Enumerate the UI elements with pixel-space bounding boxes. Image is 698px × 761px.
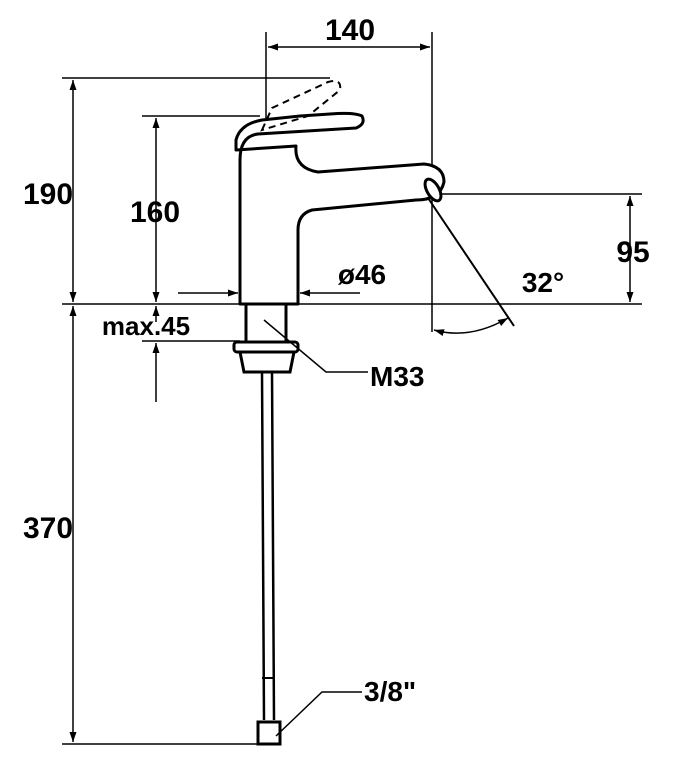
hose-left-wall [260, 371, 266, 721]
mounting-flange [238, 350, 296, 374]
faucet-silhouette [234, 111, 446, 306]
hose-length-label: 370 [23, 512, 73, 545]
hose-connection-label: 3/8" [364, 676, 416, 707]
m33-leader [263, 319, 368, 373]
dimension-lines [69, 43, 634, 742]
body-diameter-label: ø46 [338, 259, 386, 290]
spout-angle-label: 32° [522, 267, 564, 298]
lever-raised-outline [260, 80, 342, 132]
outlet-height-label: 95 [616, 236, 649, 269]
reach-label: 140 [325, 14, 375, 47]
faucet-body [234, 111, 446, 306]
thread-label: M33 [370, 361, 424, 392]
mount-thickness-label: max.45 [102, 311, 190, 341]
total-height-label: 190 [23, 178, 73, 211]
hose-connector [256, 720, 282, 746]
spray-angle-line [427, 197, 515, 327]
extension-lines [62, 32, 642, 745]
hose-right-wall [270, 371, 276, 721]
spout-aerator [423, 177, 443, 203]
spout-height-label: 160 [130, 196, 180, 229]
hose-connection-leader [275, 691, 362, 737]
mounting-shank [244, 302, 288, 346]
mounting-assembly [232, 302, 300, 746]
angle-arc [433, 317, 509, 337]
leader-lines [263, 319, 368, 737]
